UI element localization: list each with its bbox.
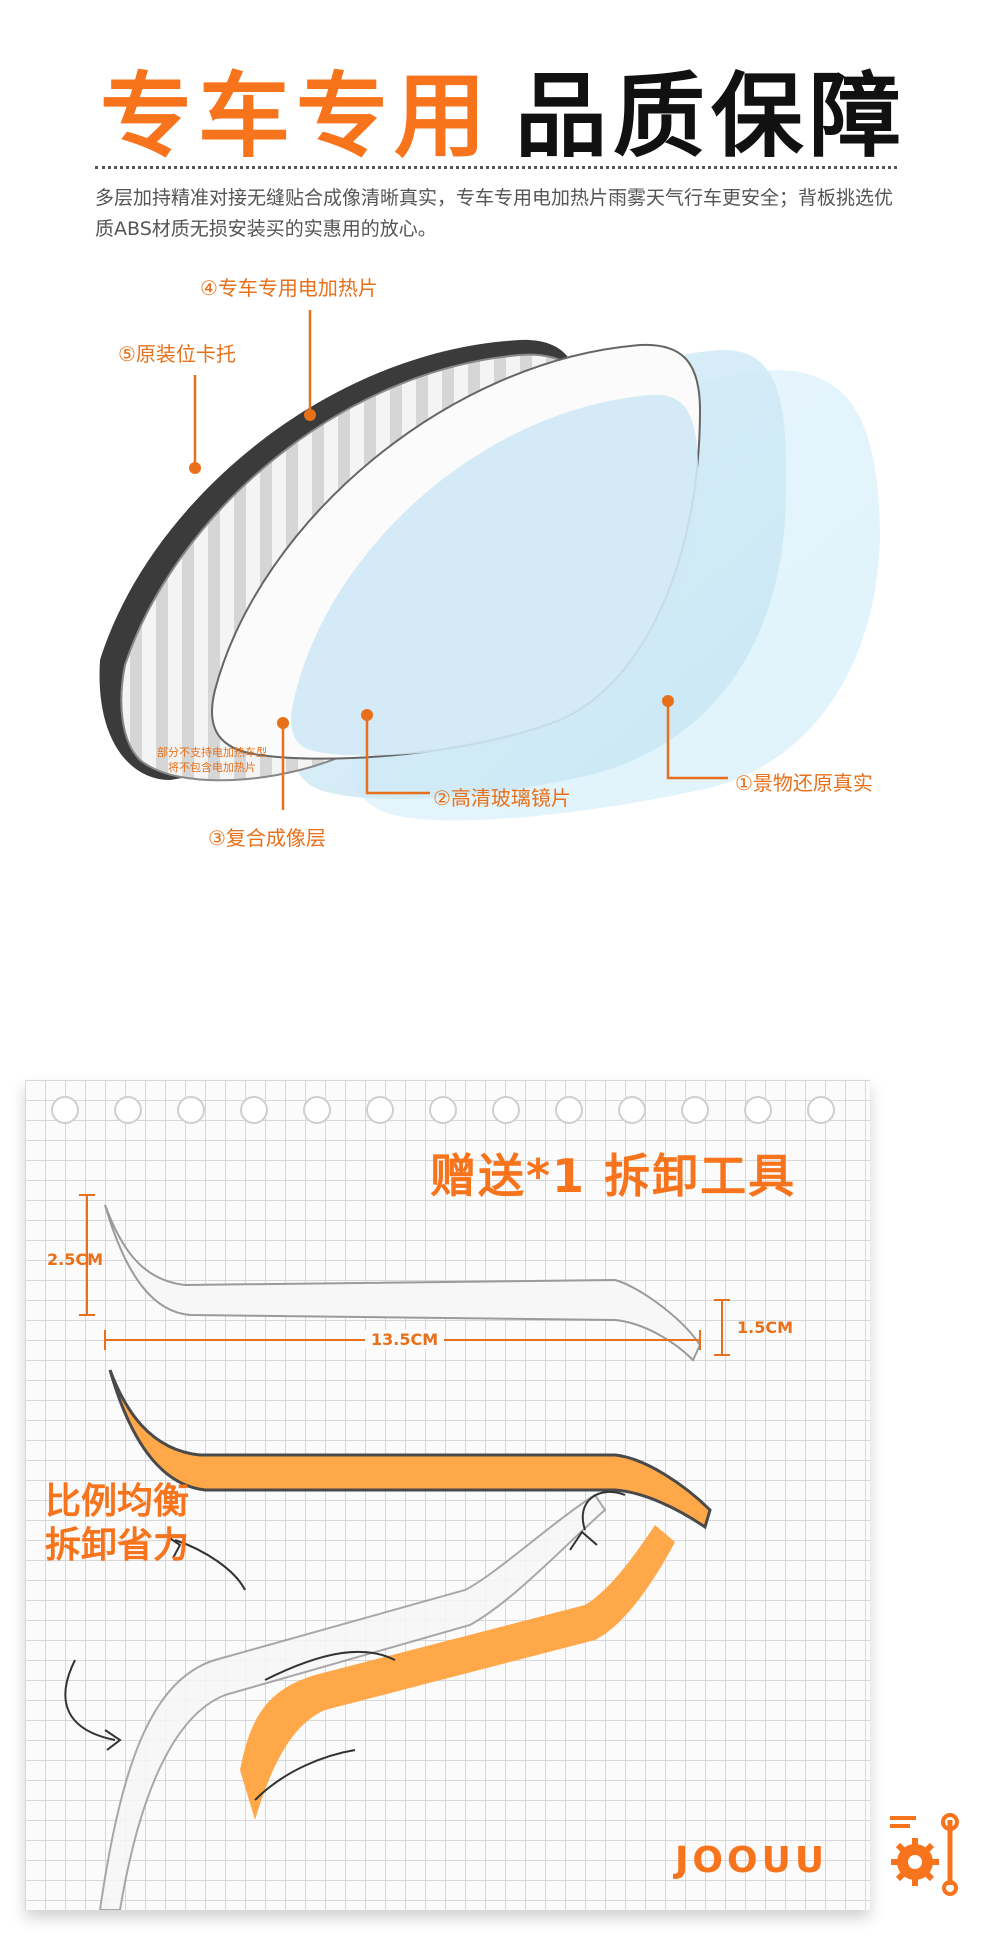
slogan: 比例均衡 拆卸省力: [45, 1480, 189, 1568]
intro-text: 多层加持精准对接无缝贴合成像清晰真实，专车专用电加热片雨雾天气行车更安全；背板挑…: [95, 187, 894, 240]
headline: 专车专用 品质保障: [0, 42, 990, 170]
callout-true-scene: ①景物还原真实: [735, 771, 873, 795]
slogan-line2: 拆卸省力: [45, 1525, 190, 1566]
mirror-illustration: [99, 310, 880, 821]
callout-original-bracket: ⑤原装位卡托: [118, 342, 236, 366]
callout-heating-film: ④专车专用电加热片: [200, 276, 378, 300]
dim-height: 2.5CM: [47, 1250, 104, 1269]
dim-length: 13.5CM: [365, 1330, 445, 1349]
tool-title: 赠送*1 拆卸工具: [430, 1149, 797, 1203]
heating-note-line1: 部分不支持电加热车型: [157, 746, 267, 759]
callout-composite-layer: ③复合成像层: [208, 826, 326, 850]
brand-logo: JOOUU: [675, 1840, 829, 1881]
title-black: 品质保障: [515, 63, 908, 170]
dim-tip: 1.5CM: [737, 1318, 794, 1337]
tool-illustration: [51, 1096, 835, 1910]
tool-orange-main: [108, 1369, 712, 1530]
tool-section: 赠送*1 拆卸工具 2.5CM 1.5CM 13.5CM 比例均衡 拆卸省力 J…: [25, 1080, 870, 1910]
glass-lens: [291, 394, 699, 756]
callout-hd-glass: ②高清玻璃镜片: [433, 786, 571, 810]
tool-outline-top: [104, 1204, 702, 1362]
heating-note-line2: 将不包含电加热片: [168, 761, 256, 774]
title-orange: 专车专用: [100, 63, 493, 170]
tool-outline-diagonal: [98, 1493, 607, 1910]
gear-wrench-icon: [880, 1810, 970, 1900]
heating-note: 部分不支持电加热车型 将不包含电加热片: [132, 745, 292, 775]
tool-orange-diagonal: [240, 1525, 675, 1820]
slogan-line1: 比例均衡: [45, 1481, 190, 1522]
mirror-layer-diagram: ④专车专用电加热片 ⑤原装位卡托 ③复合成像层 ②高清玻璃镜片 ①景物还原真实 …: [0, 276, 990, 1090]
dotted-divider: [95, 166, 897, 169]
